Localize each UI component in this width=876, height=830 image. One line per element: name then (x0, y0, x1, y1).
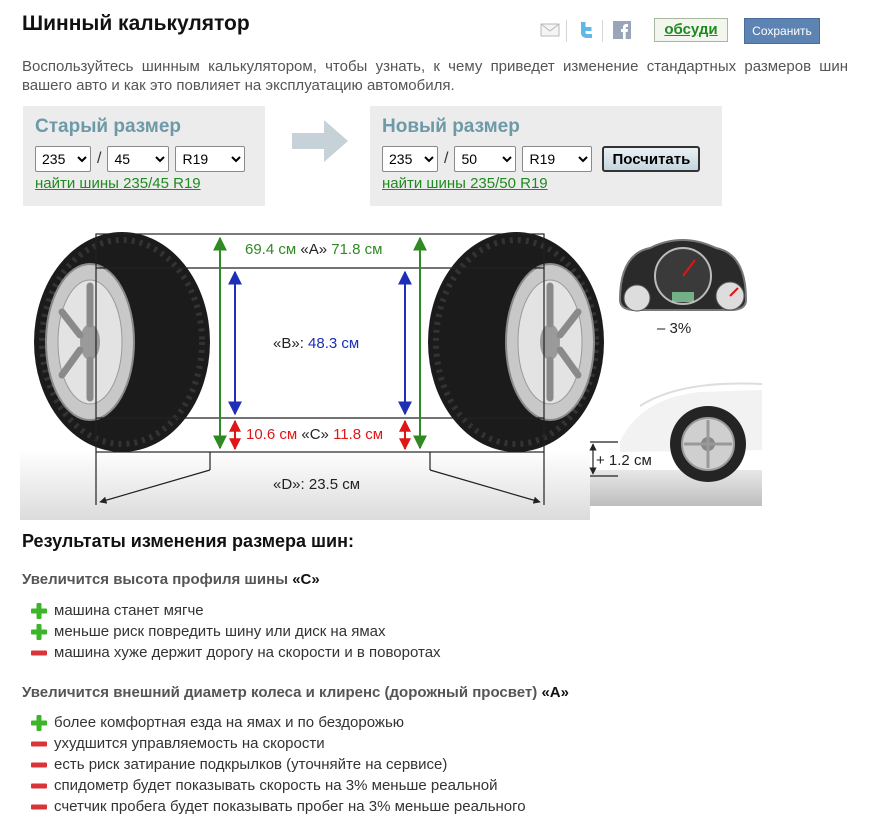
floor (20, 450, 590, 520)
minus-icon (28, 775, 50, 796)
minus-icon (28, 642, 50, 663)
list-item: ухудшится управляемость на скорости (28, 733, 526, 754)
discuss-button[interactable]: обсуди (654, 18, 728, 42)
list-item: машина станет мягче (28, 600, 441, 621)
plus-icon (28, 600, 50, 621)
list-item-text: ухудшится управляемость на скорости (54, 735, 325, 752)
plus-icon (28, 621, 50, 642)
old-rim-select[interactable]: R19 (175, 146, 246, 172)
b-value: 48.3 см (308, 335, 360, 352)
minus-icon (28, 754, 50, 775)
new-rim-select[interactable]: R19 (522, 146, 593, 172)
section-heading: Увеличится внешний диаметр колеса и клир… (22, 684, 569, 701)
a-old-value: 69.4 см (245, 241, 297, 258)
list-item-text: спидометр будет показывать скорость на 3… (54, 777, 498, 794)
old-profile-select[interactable]: 45 (107, 146, 170, 172)
results-list: более комфортная езда на ямах и по бездо… (28, 712, 526, 817)
a-name: «A» (300, 241, 328, 258)
mail-icon[interactable] (540, 20, 560, 40)
list-item-text: машина станет мягче (54, 602, 204, 619)
new-size-heading: Новый размер (382, 116, 520, 137)
new-profile-select[interactable]: 50 (454, 146, 517, 172)
list-item: более комфортная езда на ямах и по бездо… (28, 712, 526, 733)
new-size-panel: Новый размер 235 / 50 R19 Посчитать найт… (370, 106, 722, 206)
clearance-delta: + 1.2 см (596, 452, 652, 469)
old-width-select[interactable]: 235 (35, 146, 91, 172)
section-heading-text: Увеличится внешний диаметр колеса и клир… (22, 684, 538, 701)
slash-separator: / (97, 150, 102, 167)
d-name: «D»: (273, 476, 305, 493)
section-heading-text: Увеличится высота профиля шины (22, 571, 289, 588)
car-clearance-icon (589, 382, 763, 506)
list-item: машина хуже держит дорогу на скорости и … (28, 642, 441, 663)
minus-icon (28, 733, 50, 754)
slash-separator: / (444, 150, 449, 167)
list-item: спидометр будет показывать скорость на 3… (28, 775, 526, 796)
label-d: «D»: 23.5 см (273, 476, 360, 493)
list-item: счетчик пробега будет показывать пробег … (28, 796, 526, 817)
section-tag: «C» (292, 571, 320, 588)
calculate-button[interactable]: Посчитать (602, 146, 701, 172)
list-item: меньше риск повредить шину или диск на я… (28, 621, 441, 642)
facebook-icon[interactable] (612, 20, 632, 40)
minus-icon (28, 796, 50, 817)
speedometer-delta: – 3% (657, 320, 692, 337)
a-new-value: 71.8 см (331, 241, 383, 258)
d-value: 23.5 см (308, 476, 361, 493)
twitter-icon[interactable] (576, 20, 596, 40)
plus-icon (28, 712, 50, 733)
divider (602, 20, 603, 42)
old-size-panel: Старый размер 235 / 45 R19 найти шины 23… (23, 106, 265, 206)
speedometer-icon (618, 239, 748, 312)
c-name: «C» (301, 426, 329, 443)
left-tire-icon (34, 232, 210, 452)
arrow-right-icon (292, 120, 348, 162)
list-item-text: счетчик пробега будет показывать пробег … (54, 798, 526, 815)
label-a: 69.4 см «A» 71.8 см (245, 241, 382, 258)
c-old-value: 10.6 см (246, 426, 298, 443)
tire-diagram (20, 232, 763, 520)
right-tire-icon (428, 232, 604, 452)
old-find-tires-link[interactable]: найти шины 235/45 R19 (35, 175, 201, 192)
section-tag: «A» (541, 684, 569, 701)
label-c: 10.6 см «C» 11.8 см (246, 426, 383, 443)
list-item-text: есть риск затирание подкрылков (уточняйт… (54, 756, 448, 773)
new-find-tires-link[interactable]: найти шины 235/50 R19 (382, 175, 548, 192)
page-title: Шинный калькулятор (22, 12, 250, 35)
save-button[interactable]: Сохранить (744, 18, 820, 44)
new-width-select[interactable]: 235 (382, 146, 438, 172)
divider (566, 20, 567, 42)
old-size-heading: Старый размер (35, 116, 181, 137)
results-list: машина станет мягче меньше риск повредит… (28, 600, 441, 663)
b-name: «B»: (273, 335, 304, 352)
list-item-text: более комфортная езда на ямах и по бездо… (54, 714, 405, 731)
list-item-text: меньше риск повредить шину или диск на я… (54, 623, 386, 640)
c-new-value: 11.8 см (333, 426, 384, 443)
intro-text: Воспользуйтесь шинным калькулятором, что… (22, 58, 848, 94)
list-item: есть риск затирание подкрылков (уточняйт… (28, 754, 526, 775)
list-item-text: машина хуже держит дорогу на скорости и … (54, 644, 441, 661)
section-heading: Увеличится высота профиля шины «C» (22, 571, 320, 588)
results-title: Результаты изменения размера шин: (22, 531, 354, 551)
label-b: «B»: 48.3 см (273, 335, 359, 352)
